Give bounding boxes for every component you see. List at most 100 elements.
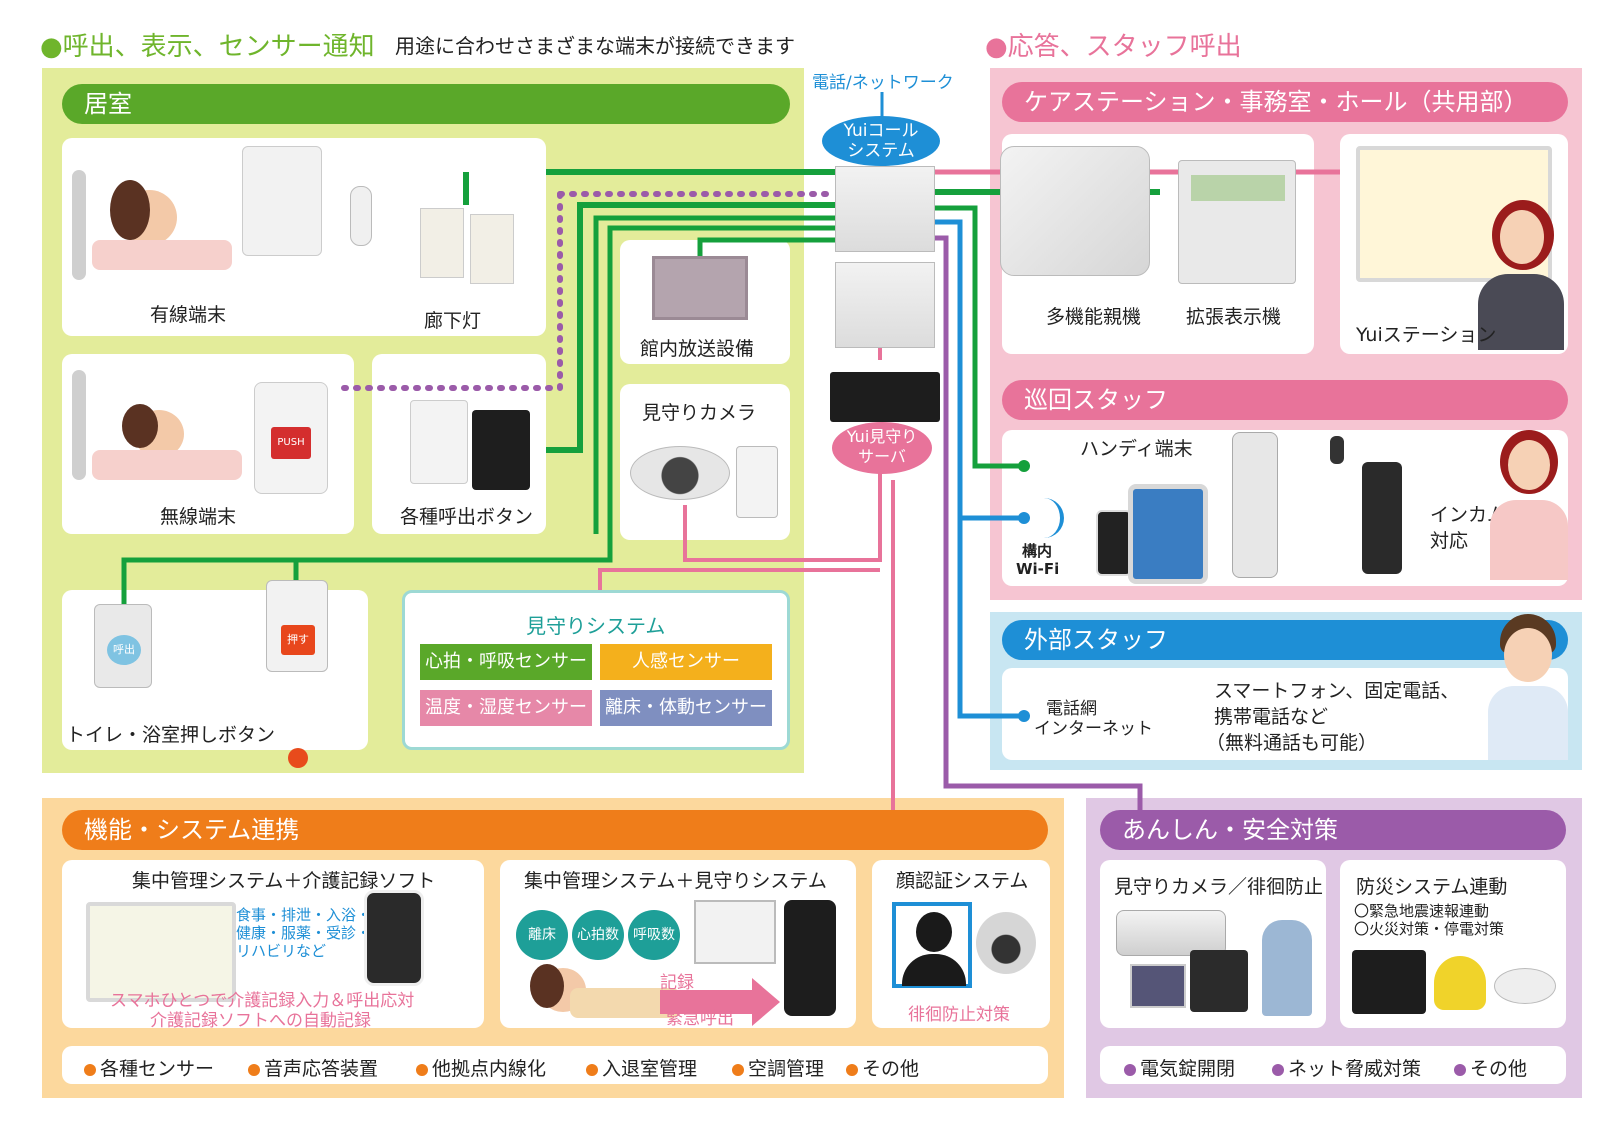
toilet-button-grey-icon: 呼出 [94,604,152,688]
ext-desc-3: （無料通話も可能） [1206,732,1378,754]
extension-display-icon [1178,160,1296,284]
func-c3-caption: 徘徊防止対策 [908,1005,1010,1025]
func-c1-title: 集中管理システム＋介護記録ソフト [132,870,436,892]
station-label: Yuiステーション [1356,324,1497,346]
external-man-icon [1488,614,1568,760]
patrol-woman-icon [1490,430,1568,580]
bed-person-icon-2 [72,360,242,480]
sensor-heart: 心拍・呼吸センサー [420,644,592,680]
tablet-icon [1128,484,1208,584]
handy-label: ハンディ端末 [1080,438,1193,460]
cube-camera-icon [736,446,778,518]
wifi-label-1: 構内 [1022,542,1053,560]
func-bullet-1: 各種センサー [84,1054,214,1081]
func-c3-title: 顔認証システム [896,870,1029,892]
safety-bar: あんしん・安全対策 [1100,810,1566,850]
call-button-label: 呼出 [107,635,141,665]
pull-cord-ball-icon [288,748,308,768]
func-c2-bubble-1: 離床 [516,910,568,960]
call-buttons-label: 各種呼出ボタン [400,506,534,528]
ext-desc-1: スマートフォン、固定電話、 [1214,680,1460,702]
right-header-title: ●応答、スタッフ呼出 [985,32,1242,62]
func-c2-urgent: 緊急呼出 [666,1009,734,1029]
multi-function-phone-icon [1000,146,1150,276]
operator-woman-icon [1478,200,1564,350]
speaker-icon [652,256,748,320]
yui-call-unit-bottom [835,262,935,348]
func-c2-bubble-3: 呼吸数 [628,910,680,960]
func-c1-caption-2: 介護記録ソフトへの自動記録 [150,1011,371,1031]
func-c1-list-2: 健康・服薬・受診・ [236,924,372,942]
safety-c1-title: 見守りカメラ／徘徊防止 [1114,876,1324,898]
wired-terminal-icon [242,146,322,256]
camera-label: 見守りカメラ [642,402,757,424]
care-bar: ケアステーション・事務室・ホール（共用部） [1002,82,1568,122]
safety-bullet-2: ネット脅威対策 [1272,1054,1421,1081]
func-c1-list-1: 食事・排泄・入浴・ [236,906,372,924]
surveillance-screen-icon [1130,964,1186,1008]
press-button-label: 押す [281,625,315,655]
phone-label: 多機能親機 [1046,306,1142,328]
sensor-temp: 温度・湿度センサー [420,690,592,726]
ext-label: 拡張表示機 [1186,306,1282,328]
func-bullet-4: 入退室管理 [586,1054,697,1081]
yui-call-line2: システム [847,141,915,161]
intercom-label-2: 対応 [1430,530,1469,552]
handy-terminal-icon [1232,432,1278,578]
external-bar: 外部スタッフ [1002,620,1568,660]
smartphone-icon [1096,510,1132,576]
func-c2-title: 集中管理システム＋見守りシステム [524,870,827,892]
left-header-sub: 用途に合わせさまざまな端末が接続できます [395,34,795,58]
earpiece-icon [1330,436,1344,464]
ptz-camera-icon [976,912,1036,974]
call-button-white-icon [410,400,468,484]
room-bar: 居室 [62,84,790,124]
earthquake-alarm-icon [1434,956,1486,1010]
func-bullet-2: 音声応答装置 [248,1054,378,1081]
intercom-label-1: インカム [1430,504,1507,526]
record-arrowhead-icon [752,978,780,1026]
phone-dialer-icon [784,900,836,1016]
security-camera-icon [1116,910,1226,956]
dome-camera-icon [630,446,730,500]
sleeping-person-icon [530,960,680,1020]
func-bar: 機能・システム連携 [62,810,1048,850]
func-bullet-card [62,1046,1048,1084]
wireless-terminal-icon: PUSH [254,382,328,494]
yui-call-unit-top [835,166,935,252]
func-bullet-6: その他 [846,1054,919,1081]
walking-person-icon [1262,920,1312,1016]
nurse-call-handset-icon [350,186,372,246]
toilet-button-red-icon: 押す [266,580,328,672]
mimamori-title: 見守りシステム [526,614,666,638]
pc-monitor-icon [86,902,236,1002]
ups-icon [1352,950,1426,1014]
wifi-label-2: Wi-Fi [1016,560,1060,578]
ext-desc-2: 携帯電話など [1214,706,1329,728]
sensor-human: 人感センサー [600,644,772,680]
yui-server-line2: サーバ [858,447,906,466]
broadcast-label: 館内放送設備 [640,338,755,360]
func-bullet-5: 空調管理 [732,1054,824,1081]
safety-c2-item-2: 〇火災対策・停電対策 [1354,920,1505,938]
wifi-icon [1034,498,1064,538]
intercom-radio-icon [1362,462,1402,574]
toilet-label: トイレ・浴室押しボタン [66,724,276,746]
safety-c2-item-1: 〇緊急地震速報連動 [1354,902,1490,920]
yui-server-bubble: Yui見守り サーバ [832,422,932,474]
func-bullet-3: 他拠点内線化 [416,1054,546,1081]
server-box [830,372,940,422]
corridor-light-icon [420,208,464,278]
func-c1-list-3: リハビリなど [236,942,327,960]
network-label: 電話/ネットワーク [812,73,954,93]
func-c2-record: 記録 [660,973,694,993]
ext-net-label-1: 電話網 [1046,699,1097,719]
hand-smartphone-icon [364,890,424,986]
pc-window-icon [694,900,776,964]
left-header-title: ●呼出、表示、センサー通知 [40,32,375,62]
external-card [1002,668,1568,760]
yui-call-bubble: Yuiコール システム [822,116,940,166]
corridor-label: 廊下灯 [424,310,482,332]
bed-person-icon [72,150,232,280]
